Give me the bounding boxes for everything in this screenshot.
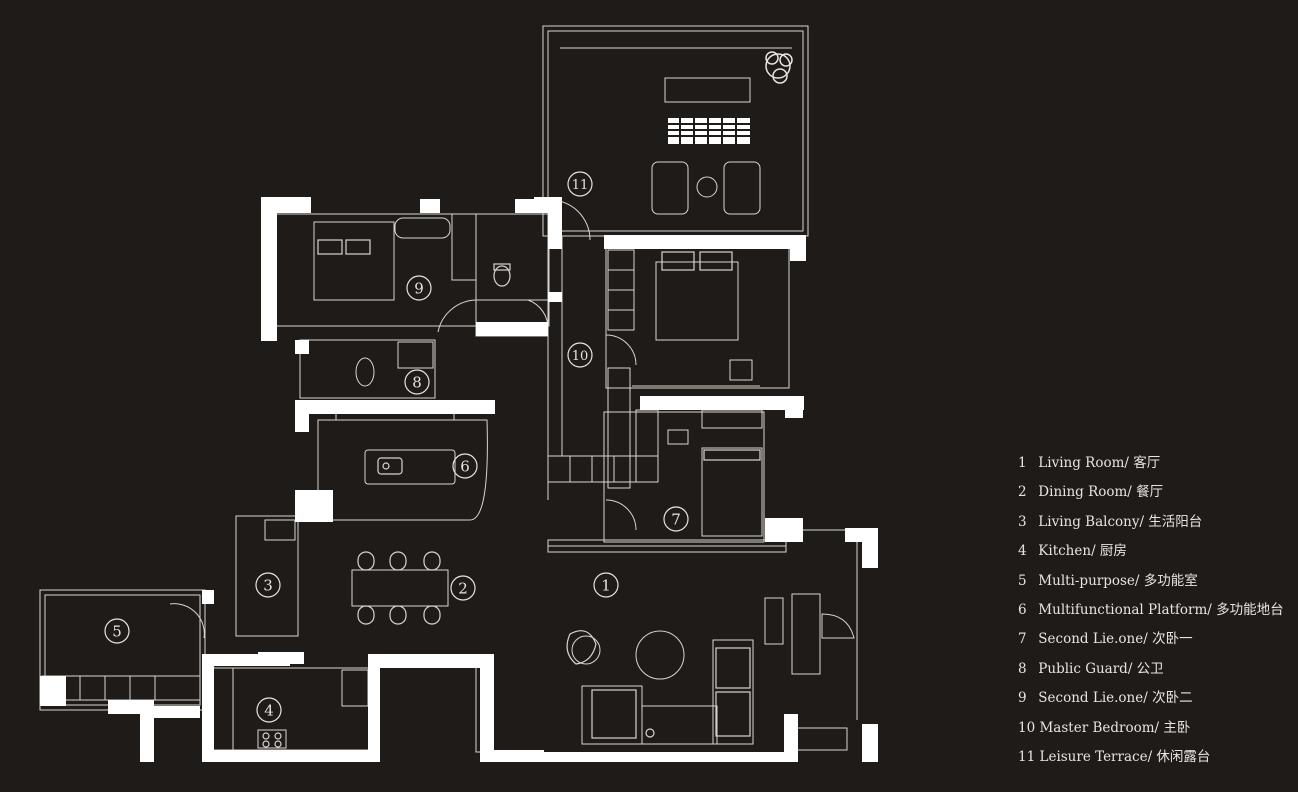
stove-icon — [262, 732, 282, 748]
legend-num: 9 — [1018, 690, 1027, 707]
legend-num: 8 — [1018, 660, 1027, 677]
svg-text:7: 7 — [671, 511, 681, 529]
room-marker-2: 2 — [450, 575, 476, 601]
svg-text:9: 9 — [414, 280, 424, 298]
sofa-icon — [591, 647, 751, 739]
armchair-icon — [566, 630, 597, 665]
legend-label: Public Guard/ 公卫 — [1038, 660, 1164, 677]
svg-text:4: 4 — [264, 702, 274, 720]
legend-item: 1 Living Room/ 客厅 — [1018, 452, 1284, 481]
legend-num: 2 — [1018, 484, 1027, 501]
legend-num: 5 — [1018, 572, 1027, 589]
legend-label: Living Balcony/ 生活阳台 — [1038, 513, 1203, 530]
svg-text:8: 8 — [412, 374, 422, 392]
legend-num: 7 — [1018, 631, 1027, 648]
legend-num: 11 — [1018, 748, 1036, 765]
dining-table-icon — [357, 551, 441, 625]
bed-icon — [317, 239, 371, 255]
plant-icon — [765, 51, 793, 84]
walls — [40, 197, 878, 762]
svg-text:10: 10 — [572, 349, 589, 364]
legend-item: 5 Multi-purpose/ 多功能室 — [1018, 570, 1284, 599]
furniture — [262, 239, 761, 748]
room-marker-7: 7 — [663, 506, 689, 532]
legend-label: Second Lie.one/ 次卧一 — [1038, 631, 1193, 648]
legend-item: 7 Second Lie.one/ 次卧一 — [1018, 628, 1284, 657]
legend-label: Kitchen/ 厨房 — [1038, 543, 1127, 560]
legend-item: 4 Kitchen/ 厨房 — [1018, 540, 1284, 569]
legend-label: Leisure Terrace/ 休闲露台 — [1039, 748, 1211, 765]
bed-icon — [703, 449, 761, 461]
svg-text:1: 1 — [601, 577, 611, 595]
svg-text:5: 5 — [112, 623, 122, 641]
terrace-decor — [668, 51, 793, 144]
bathtub-icon — [377, 457, 403, 475]
room-marker-1: 1 — [593, 572, 619, 598]
toilet-icon — [493, 263, 511, 287]
cabinets — [41, 213, 763, 753]
legend-item: 10 Master Bedroom/ 主卧 — [1018, 717, 1284, 746]
legend-num: 10 — [1018, 719, 1036, 736]
legend-item: 2 Dining Room/ 餐厅 — [1018, 481, 1284, 510]
room-marker-5: 5 — [104, 618, 130, 644]
room-markers: 1 2 3 4 5 6 7 8 9 10 11 — [104, 171, 689, 723]
room-legend: 1 Living Room/ 客厅 2 Dining Room/ 餐厅 3 Li… — [1018, 452, 1284, 775]
bed-icon — [661, 251, 733, 271]
legend-item: 9 Second Lie.one/ 次卧二 — [1018, 687, 1284, 716]
legend-item: 8 Public Guard/ 公卫 — [1018, 658, 1284, 687]
legend-item: 6 Multifunctional Platform/ 多功能地台 — [1018, 599, 1284, 628]
svg-text:11: 11 — [572, 178, 589, 193]
legend-num: 3 — [1018, 513, 1027, 530]
legend-label: Multi-purpose/ 多功能室 — [1038, 572, 1198, 589]
legend-num: 1 — [1018, 455, 1027, 471]
room-marker-8: 8 — [404, 369, 430, 395]
room-marker-9: 9 — [406, 275, 432, 301]
room-marker-11: 11 — [567, 171, 593, 197]
legend-item: 3 Living Balcony/ 生活阳台 — [1018, 511, 1284, 540]
svg-text:6: 6 — [460, 458, 470, 476]
room-marker-6: 6 — [452, 453, 478, 479]
legend-num: 6 — [1018, 601, 1027, 618]
legend-label: Dining Room/ 餐厅 — [1038, 484, 1164, 501]
legend-label: Living Room/ 客厅 — [1038, 455, 1161, 471]
room-marker-10: 10 — [567, 342, 593, 368]
legend-label: Second Lie.one/ 次卧二 — [1038, 690, 1193, 707]
svg-text:2: 2 — [458, 580, 468, 598]
legend-label: Multifunctional Platform/ 多功能地台 — [1038, 601, 1284, 618]
room-marker-3: 3 — [255, 572, 281, 598]
legend-num: 4 — [1018, 543, 1027, 560]
svg-text:3: 3 — [263, 577, 273, 595]
room-marker-4: 4 — [256, 697, 282, 723]
legend-item: 11 Leisure Terrace/ 休闲露台 — [1018, 746, 1284, 775]
legend-label: Master Bedroom/ 主卧 — [1039, 719, 1191, 736]
